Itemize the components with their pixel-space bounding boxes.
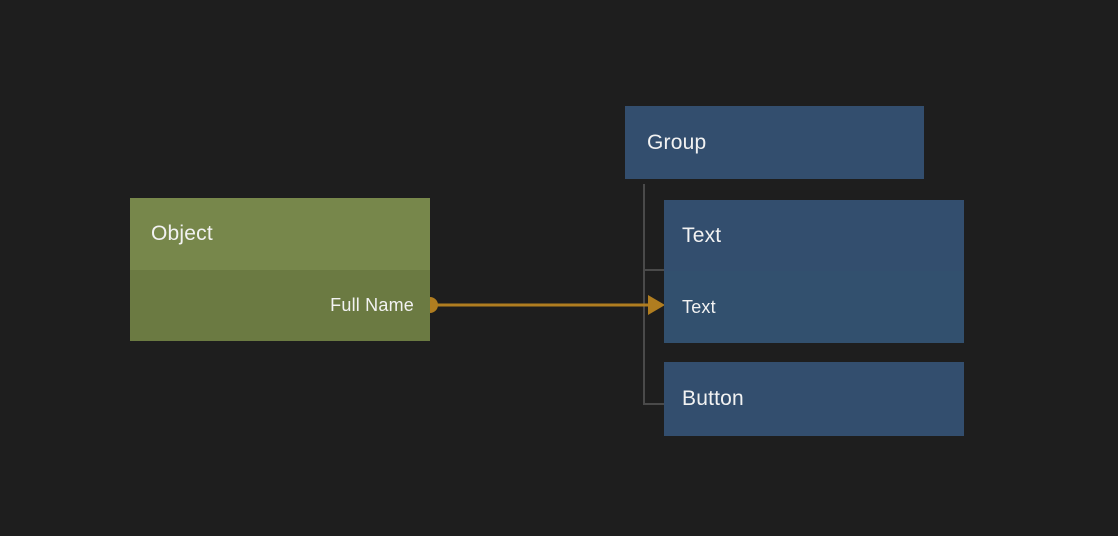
node-object-title: Object <box>151 222 213 245</box>
edge-arrowhead-icon <box>648 295 665 315</box>
node-group-header[interactable]: Group <box>625 106 924 179</box>
binding-edge-fullname-to-text[interactable] <box>412 286 674 324</box>
node-group-title: Group <box>647 130 707 154</box>
tree-branch-stub-text <box>643 269 665 271</box>
node-object-row-full-name[interactable]: Full Name <box>130 270 430 341</box>
node-text-title: Text <box>682 223 722 247</box>
node-group[interactable]: Group <box>625 106 924 179</box>
node-object-row-label: Full Name <box>330 295 414 315</box>
node-object[interactable]: Object Full Name <box>130 198 430 341</box>
node-text-row-label: Text <box>682 296 716 317</box>
node-object-header[interactable]: Object <box>130 198 430 270</box>
node-button[interactable]: Button <box>664 362 964 436</box>
node-button-header[interactable]: Button <box>664 362 964 436</box>
node-text-header[interactable]: Text <box>664 200 964 271</box>
node-button-title: Button <box>682 387 744 410</box>
tree-trunk-line <box>643 184 645 405</box>
node-text-row-text[interactable]: Text <box>664 271 964 343</box>
tree-branch-stub-button <box>643 403 665 405</box>
node-text[interactable]: Text Text <box>664 200 964 343</box>
